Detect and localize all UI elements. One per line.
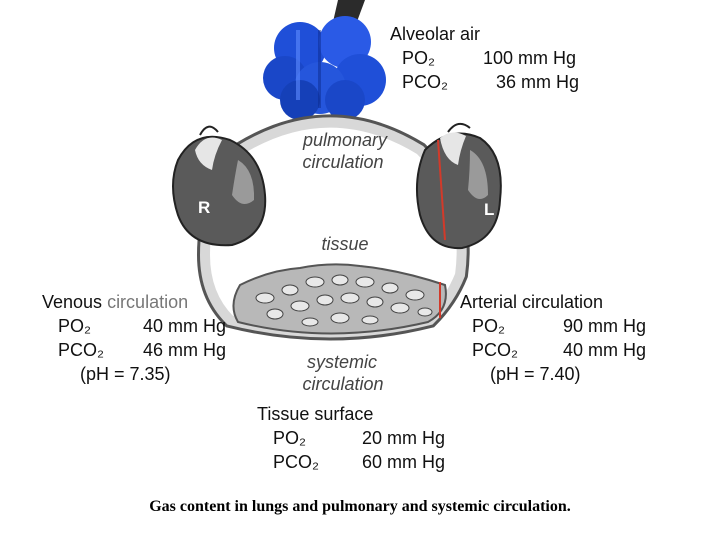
right-heart-letter: R: [198, 198, 211, 217]
systemic-line2: circulation: [302, 374, 384, 394]
figure-caption: Gas content in lungs and pulmonary and s…: [149, 498, 571, 515]
venous-heading-part2: circulation: [107, 292, 189, 312]
arterial-ph: (pH = 7.40): [490, 364, 581, 384]
venous-pco2-value: 46 mm Hg: [143, 340, 227, 360]
tissue-surface-po2-label: PO₂: [273, 428, 306, 448]
venous-ph: (pH = 7.35): [80, 364, 171, 384]
tissue-bed: [232, 263, 447, 335]
tissue-surface-pco2-label: PCO₂: [273, 452, 319, 472]
tissue-surface-po2-value: 20 mm Hg: [362, 428, 446, 448]
venous-pco2-label: PCO₂: [58, 340, 104, 360]
pulmonary-line2: circulation: [302, 152, 384, 172]
circulation-diagram: [172, 0, 502, 341]
tissue-cells: [255, 274, 433, 327]
lungs-shape: [263, 16, 386, 120]
alveolar-po2-label: PO₂: [402, 48, 435, 68]
alveolar-pco2-label: PCO₂: [402, 72, 448, 92]
left-heart: [416, 122, 502, 250]
arterial-pco2-value: 40 mm Hg: [563, 340, 647, 360]
systemic-line1: systemic: [306, 352, 377, 372]
arterial-po2-value: 90 mm Hg: [563, 316, 647, 336]
venous-po2-value: 40 mm Hg: [143, 316, 227, 336]
left-heart-letter: L: [484, 200, 495, 219]
alveolar-heading: Alveolar air: [390, 24, 481, 44]
arterial-po2-label: PO₂: [472, 316, 505, 336]
tissue-surface-pco2-value: 60 mm Hg: [362, 452, 446, 472]
venous-heading-part1: Venous: [42, 292, 108, 312]
tissue-surface-heading: Tissue surface: [257, 404, 374, 424]
arterial-pco2-label: PCO₂: [472, 340, 518, 360]
right-heart: [172, 125, 267, 247]
arterial-heading: Arterial circulation: [460, 292, 604, 312]
venous-po2-label: PO₂: [58, 316, 91, 336]
alveolar-po2-value: 100 mm Hg: [483, 48, 577, 68]
alveolar-pco2-value: 36 mm Hg: [496, 72, 580, 92]
tissue-label: tissue: [321, 234, 369, 254]
pulmonary-line1: pulmonary: [302, 130, 388, 150]
venous-heading: Venous circulation: [42, 292, 188, 313]
